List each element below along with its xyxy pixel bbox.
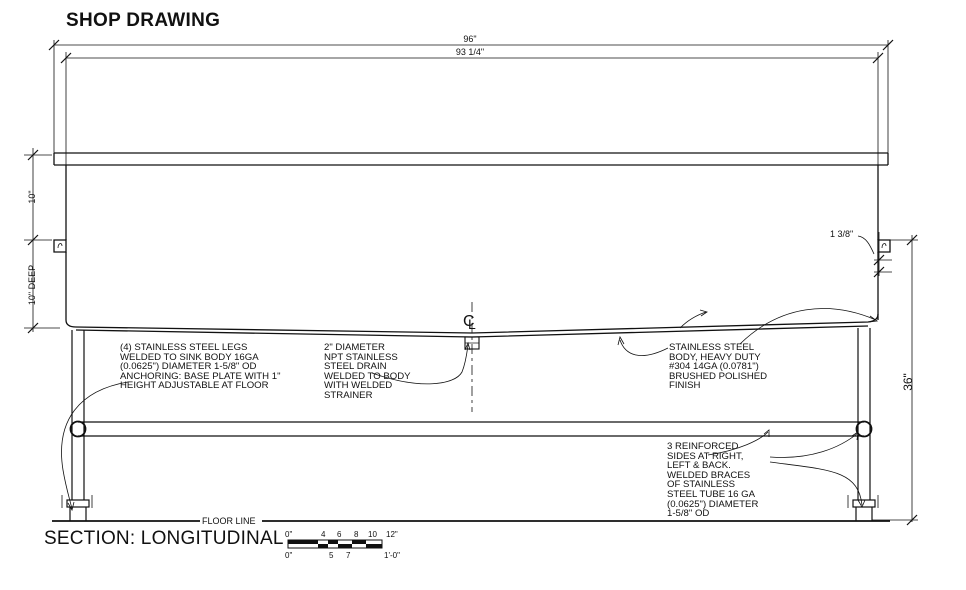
leader-lines	[61, 308, 879, 512]
note-legs: (4) STAINLESS STEEL LEGS WELDED TO SINK …	[120, 343, 280, 391]
note-legs-line: WELDED TO SINK BODY 16GA	[120, 351, 259, 363]
scale-bottom-label-2: 7	[346, 551, 351, 560]
note-braces: 3 REINFORCED SIDES AT RIGHT, LEFT & BACK…	[667, 442, 758, 519]
bowl-depth-label: 10" DEEP	[27, 265, 37, 305]
note-drain-line: STRAINER	[324, 389, 373, 401]
note-body-line: STAINLESS STEEL	[669, 342, 755, 353]
note-braces-line: WELDED BRACES	[667, 469, 751, 481]
note-braces-line: STEEL TUBE 16 GA	[667, 488, 755, 500]
dimension-overall-width: 96"	[48, 34, 894, 153]
note-body-line: BRUSHED POLISHED	[669, 370, 768, 382]
note-body-line: BODY, HEAVY DUTY	[669, 351, 761, 363]
left-leg	[61, 330, 93, 521]
rim-height-label: 10"	[27, 190, 37, 203]
right-leg	[847, 328, 879, 521]
graphic-scale: 0" 4 6 8 10 12" 0" 5 7 1'-0"	[285, 530, 400, 560]
note-legs-line: (0.0625") DIAMETER 1-5/8" OD	[120, 361, 257, 373]
centerline-symbol: C	[463, 313, 475, 330]
floor-line-label: FLOOR LINE	[202, 516, 256, 526]
dimension-left-vertical: 10" 10" DEEP	[24, 148, 60, 334]
scale-top-label-1: 4	[321, 530, 326, 539]
section-label: SECTION: LONGITUDINAL	[44, 528, 284, 549]
scale-bottom-label-0: 0"	[285, 551, 292, 560]
inner-width-label: 93 1/4"	[456, 47, 484, 57]
scale-top-label-2: 6	[337, 530, 342, 539]
sink-body	[53, 152, 891, 338]
centerline-drain: C L	[463, 302, 480, 412]
note-braces-line: LEFT & BACK.	[667, 460, 731, 472]
note-drain-line: WELDED TO BODY	[324, 370, 411, 382]
note-braces-line: OF STAINLESS	[667, 479, 736, 491]
note-body: STAINLESS STEEL BODY, HEAVY DUTY #304 14…	[669, 343, 767, 391]
scale-top-label-0: 0"	[285, 530, 292, 539]
note-legs-line: HEIGHT ADJUSTABLE AT FLOOR	[120, 380, 269, 392]
floor-line: FLOOR LINE	[52, 516, 890, 526]
note-braces-line: SIDES AT RIGHT,	[667, 450, 744, 462]
note-legs-line: ANCHORING: BASE PLATE WITH 1"	[120, 370, 281, 382]
note-drain-line: STEEL DRAIN	[324, 361, 387, 373]
note-body-line: #304 14GA (0.0781")	[669, 361, 759, 373]
scale-bottom-label-1: 5	[329, 551, 334, 560]
note-body-line: FINISH	[669, 380, 701, 392]
drawing-title: SHOP DRAWING	[66, 10, 221, 31]
note-braces-line: (0.0625") DIAMETER	[667, 498, 759, 510]
lip-dimension-label: 1 3/8"	[830, 229, 853, 239]
note-drain-line: NPT STAINLESS	[324, 351, 398, 363]
brace-tube	[69, 420, 873, 438]
note-drain: 2" DIAMETER NPT STAINLESS STEEL DRAIN WE…	[324, 343, 411, 401]
overall-width-label: 96"	[463, 34, 476, 44]
note-braces-line: 1-5/8" OD	[667, 508, 710, 520]
overall-height-label: 36"	[901, 373, 915, 391]
scale-top-label-4: 10	[368, 530, 377, 539]
note-braces-line: 3 REINFORCED	[667, 441, 739, 452]
scale-bottom-label-3: 1'-0"	[384, 551, 400, 560]
note-drain-line: WITH WELDED	[324, 380, 393, 392]
note-drain-line: 2" DIAMETER	[324, 342, 385, 353]
dimension-right-vertical: 36" 1 3/8"	[830, 229, 918, 526]
scale-top-label-3: 8	[354, 530, 359, 539]
scale-top-label-5: 12"	[386, 530, 398, 539]
note-legs-line: (4) STAINLESS STEEL LEGS	[120, 342, 248, 353]
dimension-inner-width: 93 1/4"	[60, 47, 884, 240]
centerline-symbol-l: L	[468, 316, 476, 332]
